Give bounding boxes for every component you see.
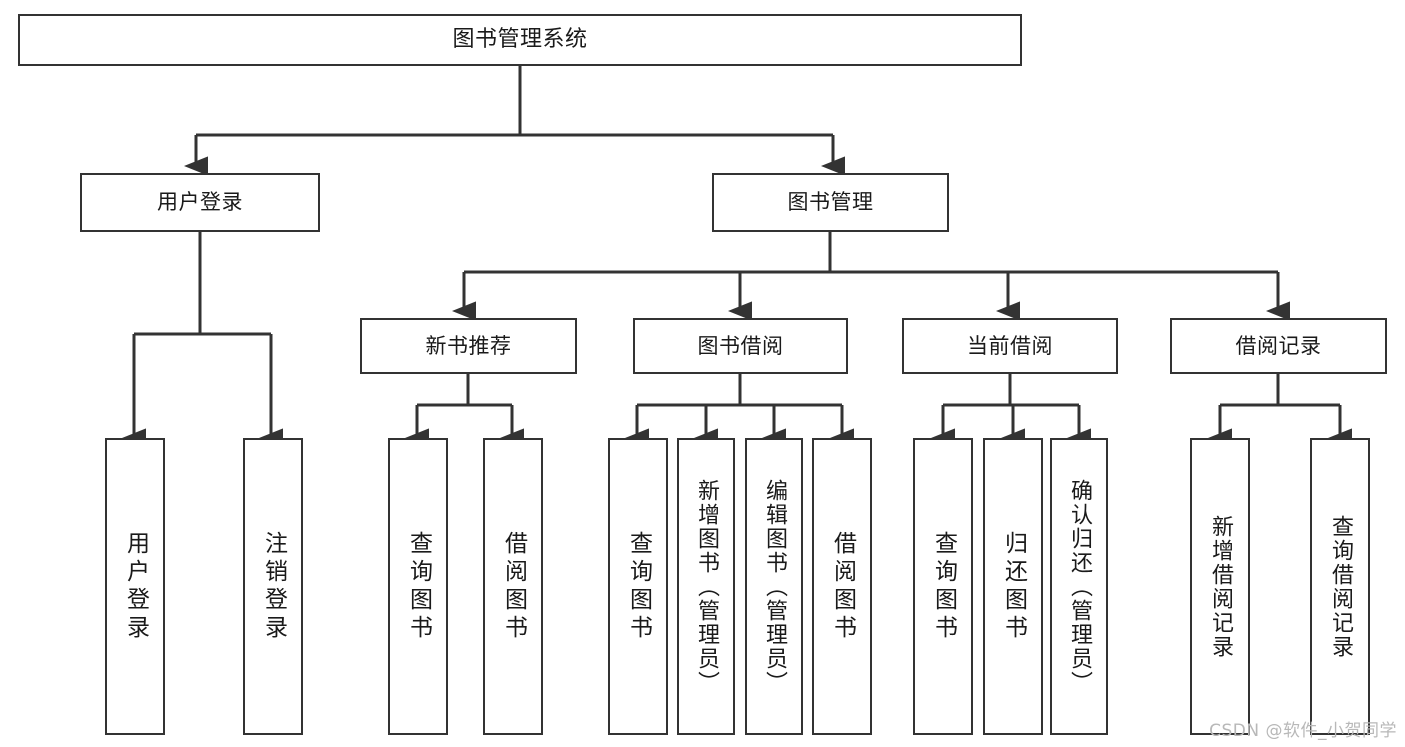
node-leaf-return-book[interactable]: 归还图书 <box>983 438 1043 735</box>
node-label: 借阅记录 <box>1235 333 1322 358</box>
node-label: 借阅图书 <box>829 530 856 643</box>
node-label: 用户登录 <box>122 530 149 643</box>
node-leaf-borrow-book-1[interactable]: 借阅图书 <box>483 438 543 735</box>
node-leaf-query-borrow-record[interactable]: 查询借阅记录 <box>1310 438 1370 735</box>
node-leaf-add-book[interactable]: 新增图书（管理员） <box>677 438 735 735</box>
node-label: 借阅图书 <box>500 530 527 643</box>
node-leaf-edit-book[interactable]: 编辑图书（管理员） <box>745 438 803 735</box>
node-book-management[interactable]: 图书管理 <box>712 173 949 232</box>
watermark-text: CSDN @软件_小贺同学 <box>1209 721 1397 741</box>
node-leaf-user-logout[interactable]: 注销登录 <box>243 438 303 735</box>
node-label: 新增图书（管理员） <box>694 478 719 695</box>
node-leaf-query-book-1[interactable]: 查询图书 <box>388 438 448 735</box>
node-borrow-record[interactable]: 借阅记录 <box>1170 318 1387 374</box>
node-label: 确认归还（管理员） <box>1067 478 1092 695</box>
node-label: 图书借阅 <box>697 333 784 358</box>
node-leaf-query-book-2[interactable]: 查询图书 <box>608 438 668 735</box>
node-leaf-borrow-book-2[interactable]: 借阅图书 <box>812 438 872 735</box>
node-root-system[interactable]: 图书管理系统 <box>18 14 1022 66</box>
node-user-login[interactable]: 用户登录 <box>80 173 320 232</box>
node-leaf-query-book-3[interactable]: 查询图书 <box>913 438 973 735</box>
node-label: 图书管理 <box>787 190 874 215</box>
node-new-book-recommend[interactable]: 新书推荐 <box>360 318 577 374</box>
node-label: 注销登录 <box>260 530 287 643</box>
node-label: 图书管理系统 <box>452 27 588 53</box>
node-leaf-add-borrow-record[interactable]: 新增借阅记录 <box>1190 438 1250 735</box>
node-leaf-confirm-return[interactable]: 确认归还（管理员） <box>1050 438 1108 735</box>
node-label: 查询图书 <box>930 530 957 643</box>
node-label: 用户登录 <box>157 190 243 215</box>
node-label: 新增借阅记录 <box>1208 514 1233 659</box>
node-label: 查询借阅记录 <box>1328 514 1353 659</box>
node-book-borrow[interactable]: 图书借阅 <box>633 318 848 374</box>
node-leaf-user-login[interactable]: 用户登录 <box>105 438 165 735</box>
node-label: 查询图书 <box>405 530 432 643</box>
node-label: 归还图书 <box>1000 530 1027 643</box>
node-label: 当前借阅 <box>967 333 1053 358</box>
node-label: 新书推荐 <box>425 333 512 358</box>
node-current-borrow[interactable]: 当前借阅 <box>902 318 1118 374</box>
node-label: 查询图书 <box>625 530 652 643</box>
node-label: 编辑图书（管理员） <box>762 478 787 695</box>
